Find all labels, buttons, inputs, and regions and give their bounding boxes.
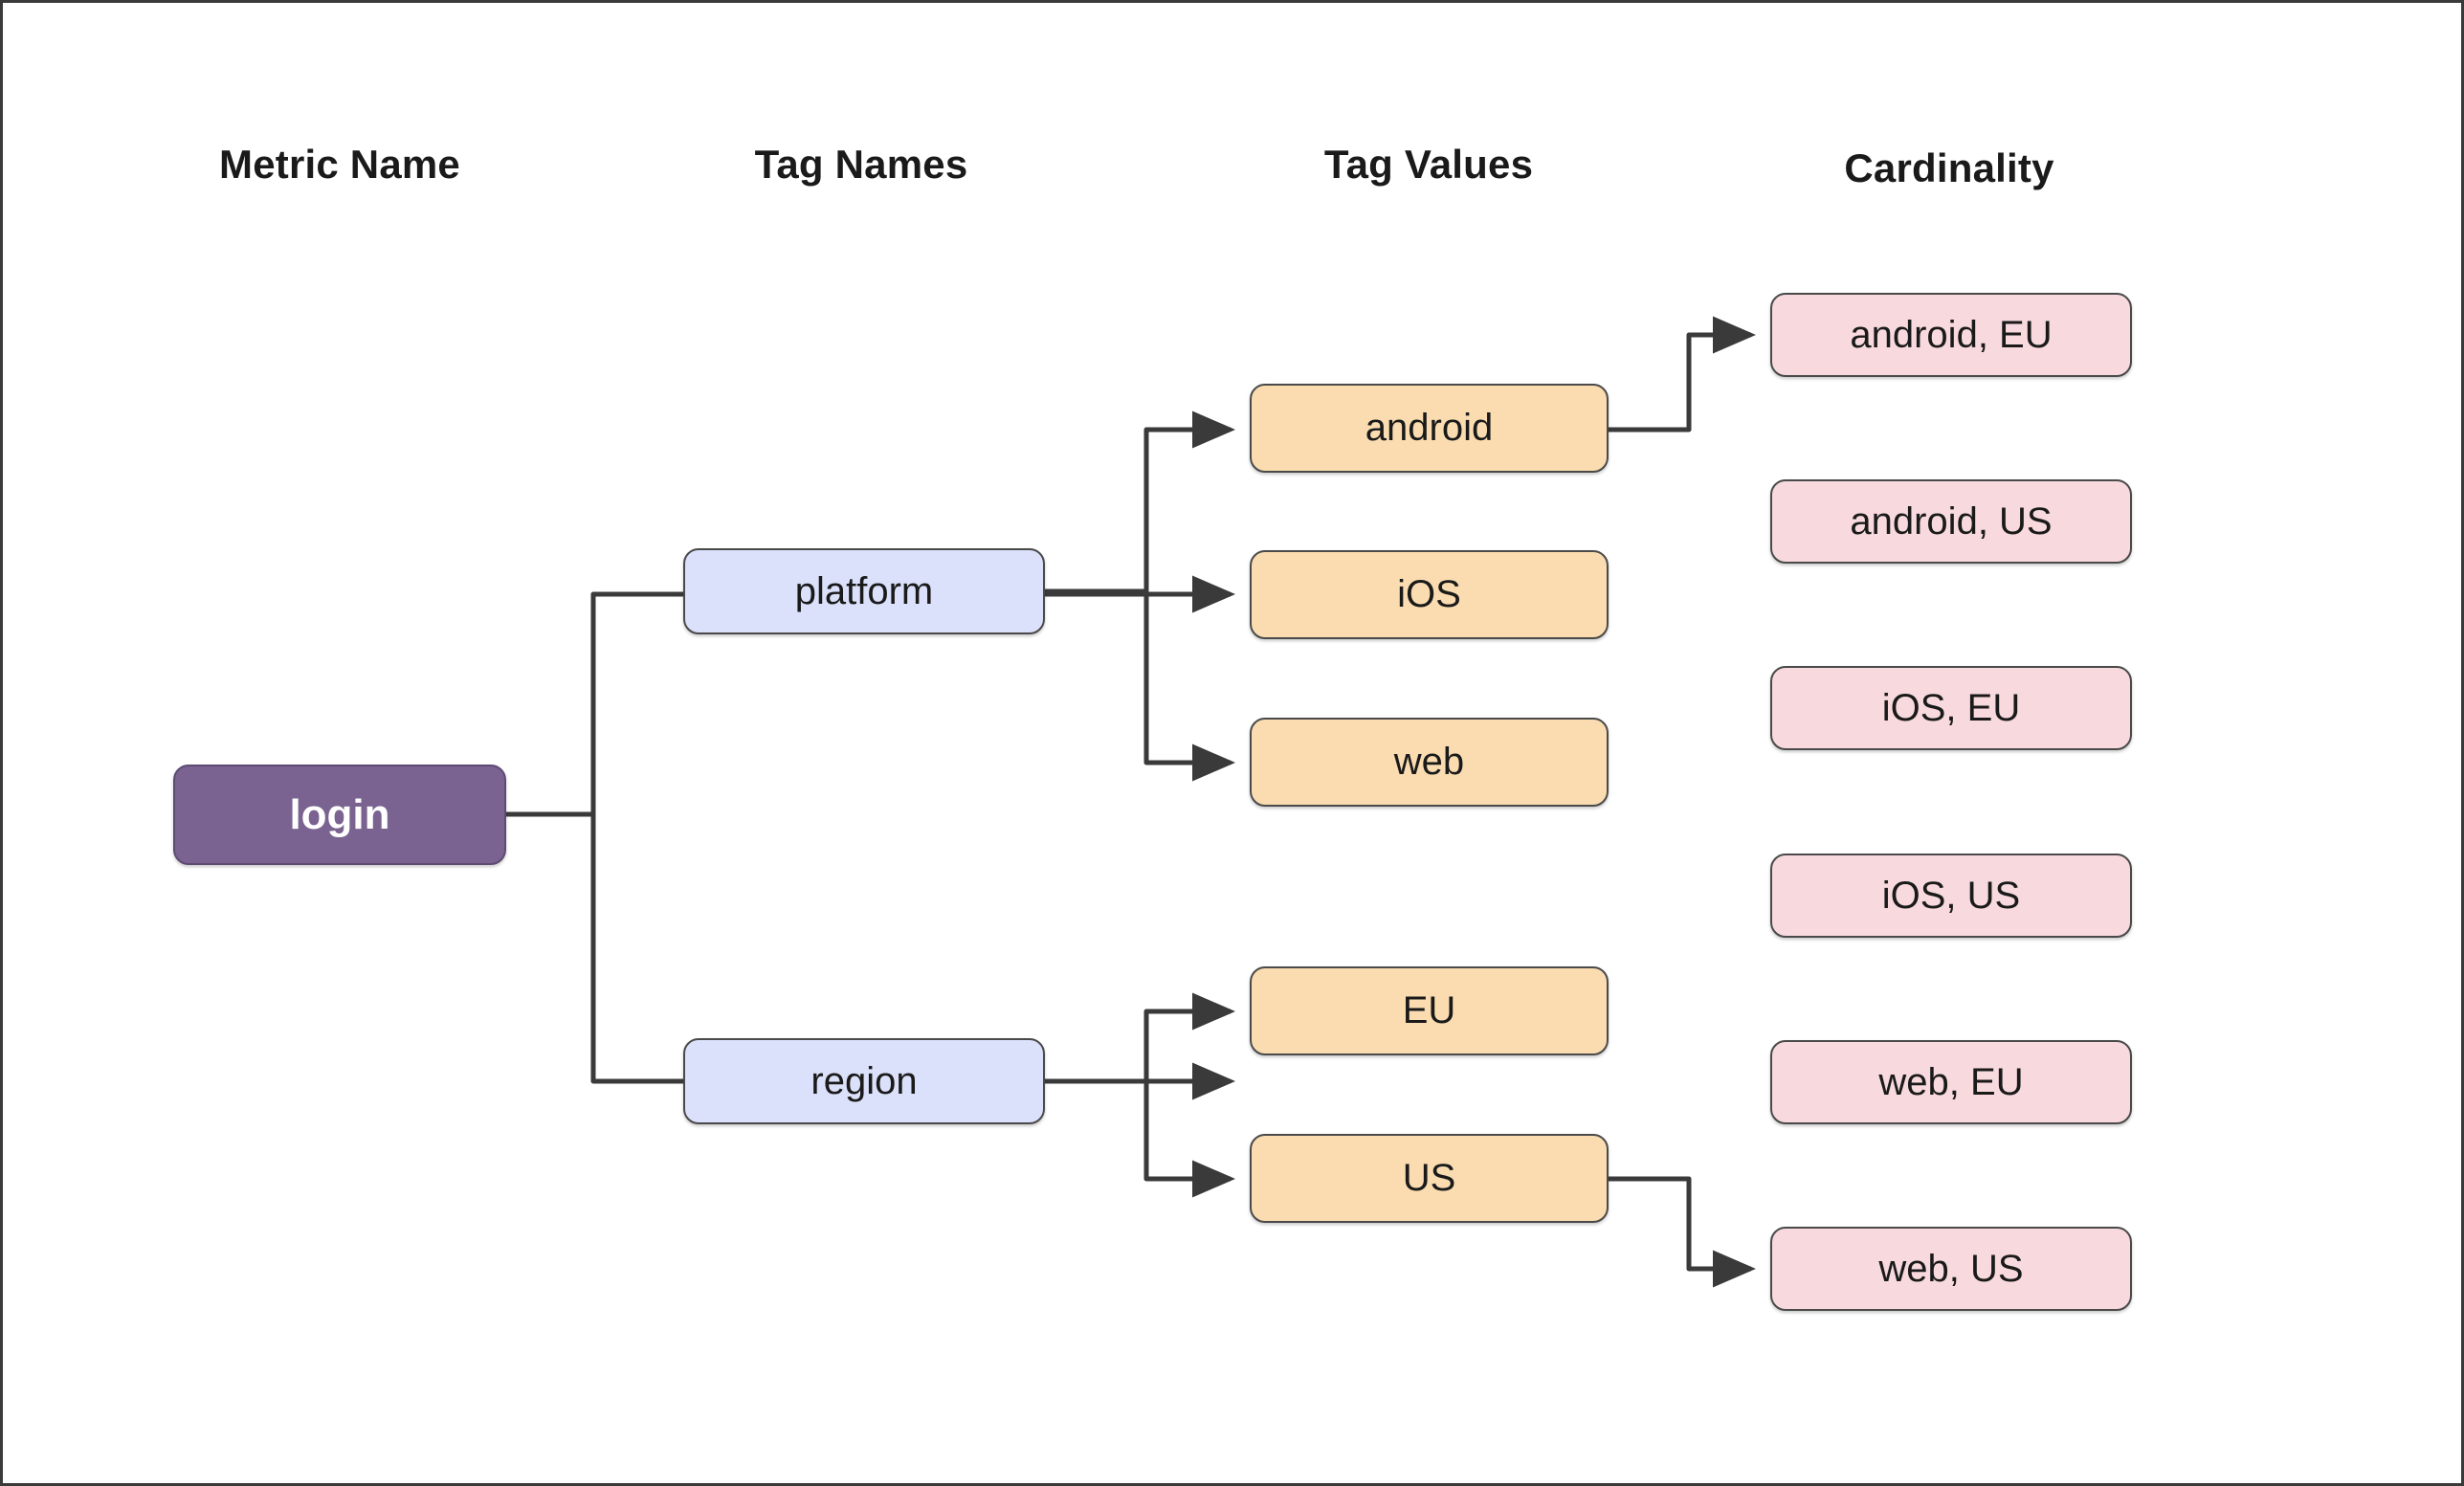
node-tagvalue-ios[interactable]: iOS bbox=[1250, 550, 1609, 639]
edge-region-to-us bbox=[1143, 1081, 1235, 1198]
edge-platform-to-android bbox=[1143, 410, 1235, 591]
node-tagvalue-eu[interactable]: EU bbox=[1250, 966, 1609, 1055]
node-tagname-region[interactable]: region bbox=[683, 1038, 1045, 1124]
edge-android-to-android-eu bbox=[1609, 316, 1756, 432]
node-tagvalue-web[interactable]: web bbox=[1250, 718, 1609, 807]
node-cardinality-ios-us[interactable]: iOS, US bbox=[1770, 854, 2132, 938]
node-metric-login[interactable]: login bbox=[173, 765, 506, 865]
edge-region-to-eu bbox=[1143, 992, 1235, 1081]
node-cardinality-web-us[interactable]: web, US bbox=[1770, 1227, 2132, 1311]
column-header-cardinality: Cardinality bbox=[1844, 145, 2054, 190]
node-tagvalue-us[interactable]: US bbox=[1250, 1134, 1609, 1223]
column-header-tag-names: Tag Names bbox=[754, 142, 968, 187]
column-header-tag-values: Tag Values bbox=[1323, 142, 1534, 187]
node-tagvalue-android[interactable]: android bbox=[1250, 384, 1609, 473]
edge-us-to-web-us bbox=[1609, 1176, 1756, 1288]
column-header-metric-name: Metric Name bbox=[219, 142, 460, 187]
node-cardinality-android-us[interactable]: android, US bbox=[1770, 479, 2132, 564]
node-tagname-platform[interactable]: platform bbox=[683, 548, 1045, 634]
node-cardinality-web-eu[interactable]: web, EU bbox=[1770, 1040, 2132, 1124]
node-cardinality-ios-eu[interactable]: iOS, EU bbox=[1770, 666, 2132, 750]
node-cardinality-android-eu[interactable]: android, EU bbox=[1770, 293, 2132, 377]
edge-platform-to-web bbox=[1143, 591, 1235, 782]
